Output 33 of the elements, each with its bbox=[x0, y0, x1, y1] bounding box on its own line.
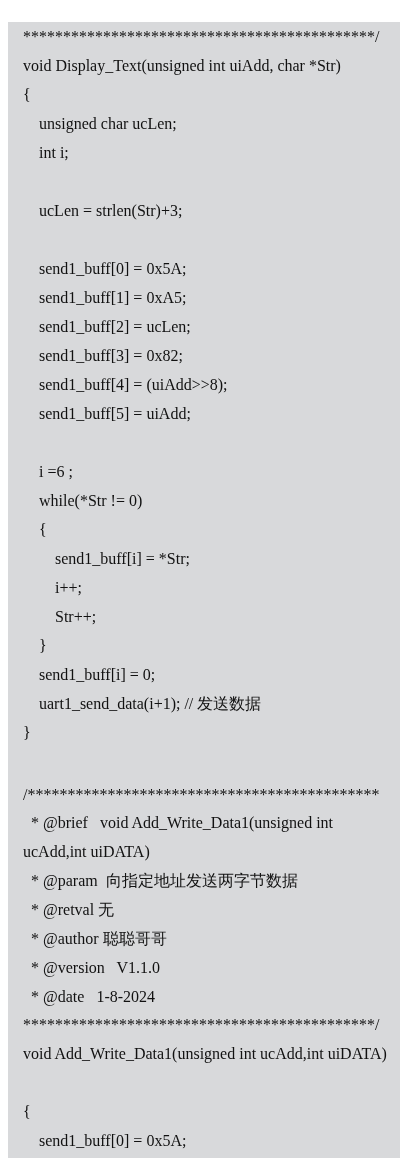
code-line: send1_buff[1] = 0xA5; bbox=[39, 288, 188, 308]
code-line: * @brief void Add_Write_Data1(unsigned int ucAdd,int uiDATA) bbox=[23, 813, 335, 863]
code-line: send1_buff[i] = *Str; bbox=[55, 549, 191, 569]
code-line: void Display_Text(unsigned int uiAdd, char *Str) bbox=[23, 56, 342, 77]
code-line: * @param 向指定地址发送两字节数据 bbox=[31, 871, 299, 892]
code-line: Str++; bbox=[55, 607, 98, 627]
code-line: i++; bbox=[55, 578, 83, 598]
code-line: ucLen = strlen(Str)+3; bbox=[39, 201, 184, 222]
code-line: send1_buff[i] = 0; bbox=[39, 665, 157, 685]
code-line: i =6 ; bbox=[39, 462, 74, 482]
code-line: send1_buff[0] = 0x5A; bbox=[39, 259, 188, 279]
code-line: send1_buff[0] = 0x5A; bbox=[39, 1131, 188, 1151]
code-line: /******************************************** bbox=[23, 785, 381, 805]
code-line: void Add_Write_Data1(unsigned int ucAdd,int uiDATA) bbox=[23, 1044, 388, 1065]
code-line: * @retval 无 bbox=[31, 900, 116, 921]
code-line: send1_buff[5] = uiAdd; bbox=[39, 404, 192, 424]
code-line: * @author 聪聪哥哥 bbox=[31, 929, 168, 950]
code-line: * @version V1.1.0 bbox=[31, 958, 162, 979]
code-line: } bbox=[23, 723, 32, 743]
code-line: { bbox=[23, 1102, 32, 1122]
code-line: ********************************************/ bbox=[23, 27, 381, 47]
code-line: } bbox=[39, 636, 48, 656]
code-line: uart1_send_data(i+1); // 发送数据 bbox=[39, 694, 263, 715]
code-line: int i; bbox=[39, 143, 70, 163]
code-line: unsigned char ucLen; bbox=[39, 114, 178, 135]
code-line: send1_buff[2] = ucLen; bbox=[39, 317, 192, 337]
code-line: { bbox=[23, 85, 32, 105]
code-line: { bbox=[39, 520, 48, 540]
code-line: ********************************************/ bbox=[23, 1015, 381, 1035]
code-line: send1_buff[3] = 0x82; bbox=[39, 346, 184, 366]
code-line: * @date 1-8-2024 bbox=[31, 987, 157, 1008]
code-line: send1_buff[4] = (uiAdd>>8); bbox=[39, 375, 229, 396]
code-line: while(*Str != 0) bbox=[39, 491, 144, 512]
